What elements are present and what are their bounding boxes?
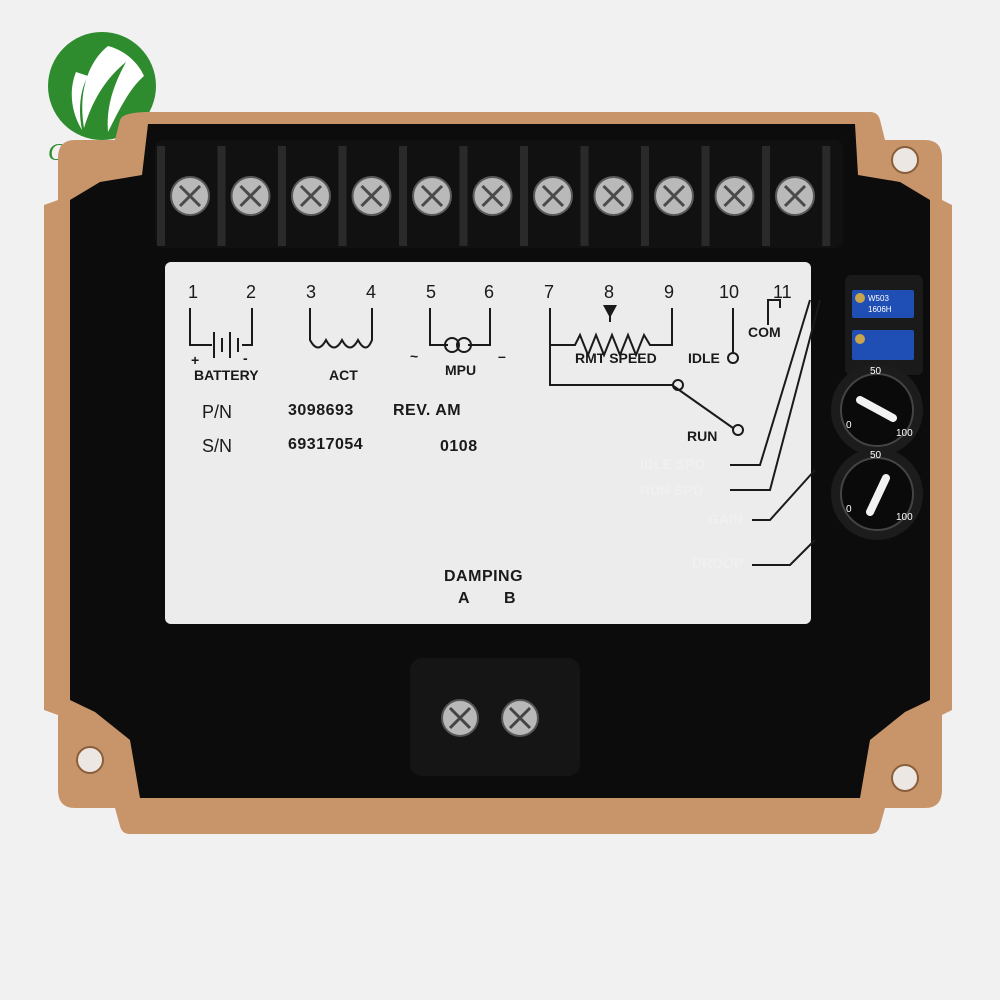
sn-value: 69317054 [288, 436, 364, 453]
terminal-number-11: 11 [773, 282, 792, 302]
terminal-separator [459, 146, 468, 246]
damping-label: DAMPING [444, 568, 524, 585]
screw-cross-icon [662, 184, 686, 208]
screw-cross-icon [541, 184, 565, 208]
gain-dial-50: 50 [870, 366, 882, 377]
rev-label: REV. AM [393, 402, 462, 419]
terminal-number-4: 4 [366, 282, 377, 302]
com-label: COM [748, 324, 781, 340]
terminal-number-3: 3 [306, 282, 317, 302]
mpu-label: MPU [445, 362, 477, 378]
screw-cross-icon [239, 184, 262, 208]
mounting-hole-br [891, 764, 919, 792]
idle-spd-trimpot[interactable] [852, 290, 914, 318]
mpu-dash: – [498, 348, 506, 364]
terminal-separator [822, 146, 831, 246]
terminal-separator [641, 146, 649, 246]
screw-cross-icon [783, 184, 807, 208]
gain-dial-0: 0 [846, 420, 852, 431]
mpu-tilde: ~ [410, 348, 419, 364]
sn-label: S/N [202, 436, 233, 456]
logo-leaf-icon [48, 32, 156, 140]
terminal-separator [701, 146, 710, 246]
date-code: 0108 [440, 438, 478, 455]
screw-cross-icon [420, 184, 444, 208]
gain-dial[interactable] [831, 364, 923, 456]
terminal-separator [338, 146, 347, 246]
terminal-screws [157, 146, 831, 246]
run-spd-trimpot[interactable] [852, 330, 914, 360]
terminal-number-1: 1 [188, 282, 199, 302]
terminal-number-10: 10 [719, 282, 740, 302]
droop-dial-0: 0 [846, 504, 852, 515]
damping-terminal [410, 658, 580, 776]
mounting-hole-bl [76, 746, 104, 774]
terminal-number-9: 9 [664, 282, 675, 302]
droop-dial-100: 100 [896, 512, 913, 523]
damping-b-label: B [504, 590, 517, 607]
screw-cross-icon [481, 184, 504, 208]
run-label: RUN [687, 428, 718, 444]
screw-cross-icon [299, 184, 323, 208]
act-label: ACT [329, 367, 358, 383]
screw-cross-icon [178, 184, 202, 208]
screw-cross-icon [723, 184, 746, 208]
trimpot-marking-1: W503 [868, 294, 889, 303]
terminal-separator [157, 146, 165, 246]
terminal-separator [278, 146, 286, 246]
idle-spd-label: IDLE SPD [640, 456, 705, 472]
idle-label: IDLE [688, 350, 720, 366]
gain-dial-100: 100 [896, 428, 913, 439]
terminal-number-7: 7 [544, 282, 555, 302]
terminal-separator [520, 146, 528, 246]
droop-label: DROOP [692, 555, 744, 571]
damping-a-label: A [458, 590, 471, 607]
screw-cross-icon [602, 184, 625, 208]
gain-label: GAIN [708, 511, 743, 527]
terminal-number-6: 6 [484, 282, 495, 302]
label-card [165, 262, 811, 624]
droop-dial-50: 50 [870, 450, 882, 461]
terminal-number-2: 2 [246, 282, 257, 302]
battery-plus: + [191, 352, 200, 368]
rmt-speed-label: RMT SPEED [575, 350, 657, 366]
run-spd-label: RUN SPD [640, 482, 704, 498]
battery-minus: - [243, 350, 248, 366]
schematic-lines [189, 299, 821, 566]
trimpot-marking-2: 1606H [868, 305, 892, 314]
terminal-separator [580, 146, 589, 246]
pn-label: P/N [202, 402, 233, 422]
mounting-hole-tr [891, 146, 919, 174]
droop-dial[interactable] [831, 448, 923, 540]
terminal-separator [399, 146, 407, 246]
battery-label: BATTERY [194, 367, 259, 383]
terminal-number-5: 5 [426, 282, 437, 302]
terminal-number-8: 8 [604, 282, 615, 302]
pn-value: 3098693 [288, 402, 354, 419]
terminal-separator [217, 146, 226, 246]
screw-cross-icon [360, 184, 383, 208]
terminal-separator [762, 146, 770, 246]
